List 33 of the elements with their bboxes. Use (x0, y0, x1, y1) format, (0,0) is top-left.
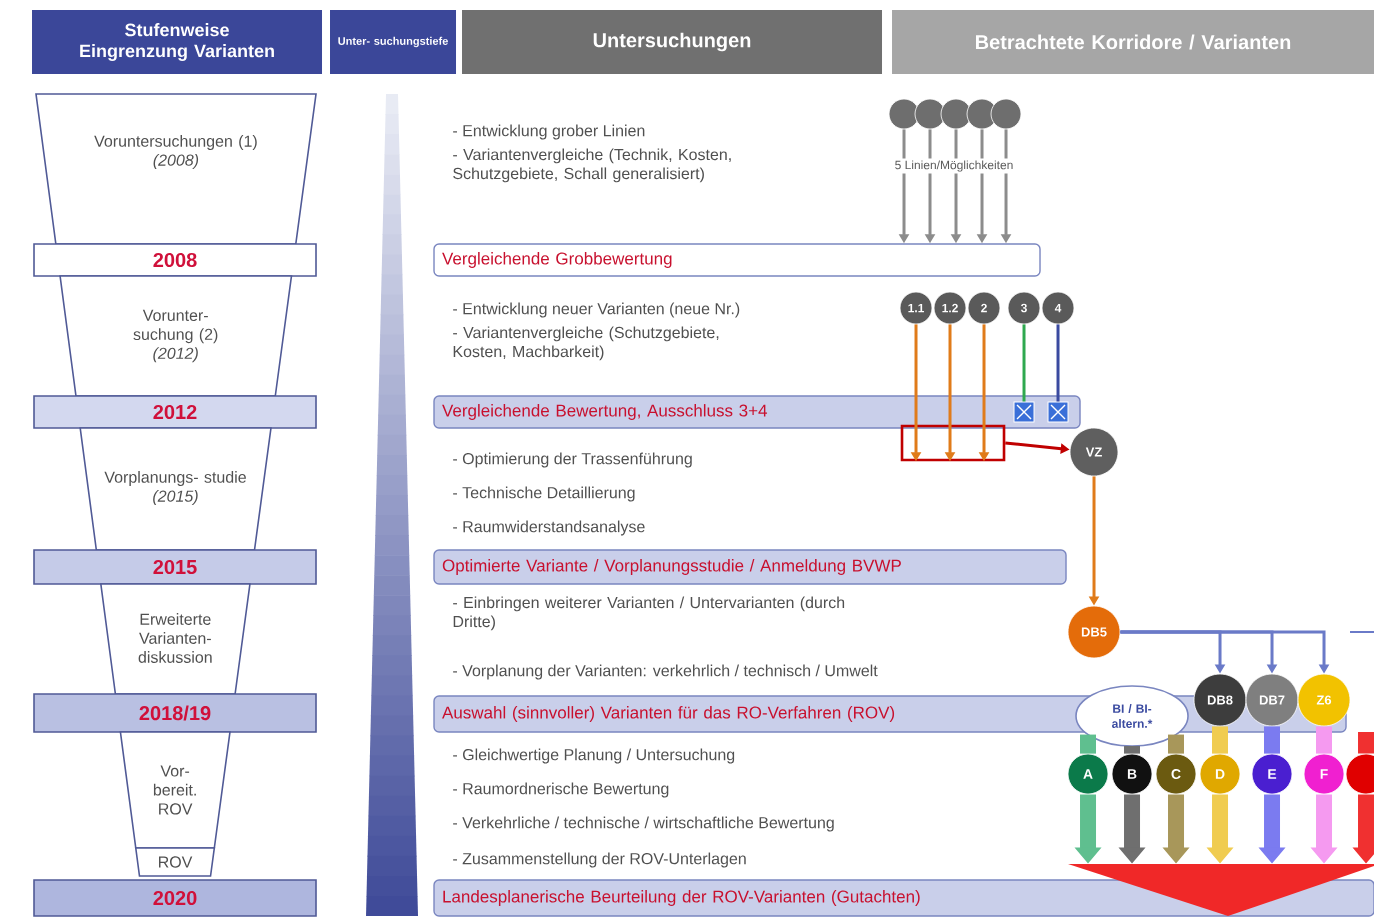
bullet-text: - Optimierung der Trassenführung (453, 452, 692, 468)
column-header: Stufenweise Eingrenzung Varianten (32, 10, 322, 74)
variant-circle (966, 98, 998, 130)
bullet-text: - Variantenvergleiche (Schutzgebiete, Kosten, Machbarkeit) (453, 326, 719, 361)
variant-circle (914, 98, 946, 130)
year-band: 2012 (33, 395, 317, 429)
bullet-text: - Vorplanung der Varianten: verkehrlich / technisch / Umwelt (453, 664, 878, 680)
variant-circle (1345, 753, 1374, 795)
phase-band: Optimierte Variante / Vorplanungsstudie / Anmeldung BVWP (433, 549, 1067, 585)
year-band: 2020 (33, 879, 317, 917)
variant-circle (888, 98, 920, 130)
bullet-text: - Technische Detaillierung (453, 486, 635, 502)
bullet-text: - Entwicklung neuer Varianten (neue Nr.) (453, 302, 740, 318)
bullet-text: - Raumordnerische Bewertung (453, 782, 669, 798)
year-band: 2015 (33, 549, 317, 585)
funnel-section: ROV (134, 847, 216, 877)
year-band: 2008 (33, 243, 317, 277)
column-header: Untersuchungen (462, 10, 882, 74)
bullet-text: - Gleichwertige Planung / Untersuchung (453, 748, 735, 764)
funnel-section: Vorplanungs- studie (2015) (79, 427, 272, 551)
phase-band: Vergleichende Bewertung, Ausschluss 3+4 (433, 395, 1081, 429)
column-header: Betrachtete Korridore / Varianten (892, 10, 1374, 74)
crossed-box (1013, 401, 1035, 423)
year-band: 2018/19 (33, 693, 317, 733)
selection-frame (900, 424, 1006, 462)
variant-circle (940, 98, 972, 130)
phase-band: Vergleichende Grobbewertung (433, 243, 1041, 277)
crossed-box (1047, 401, 1069, 423)
funnel-triangle (1068, 864, 1374, 916)
variant-circle (990, 98, 1022, 130)
bullet-text: - Verkehrliche / technische / wirtschaftliche Bewertung (453, 816, 834, 832)
bullet-text: - Entwicklung grober Linien (453, 124, 645, 140)
bullet-text: - Variantenvergleiche (Technik, Kosten, Schutzgebiete, Schall generalisiert) (453, 148, 731, 183)
